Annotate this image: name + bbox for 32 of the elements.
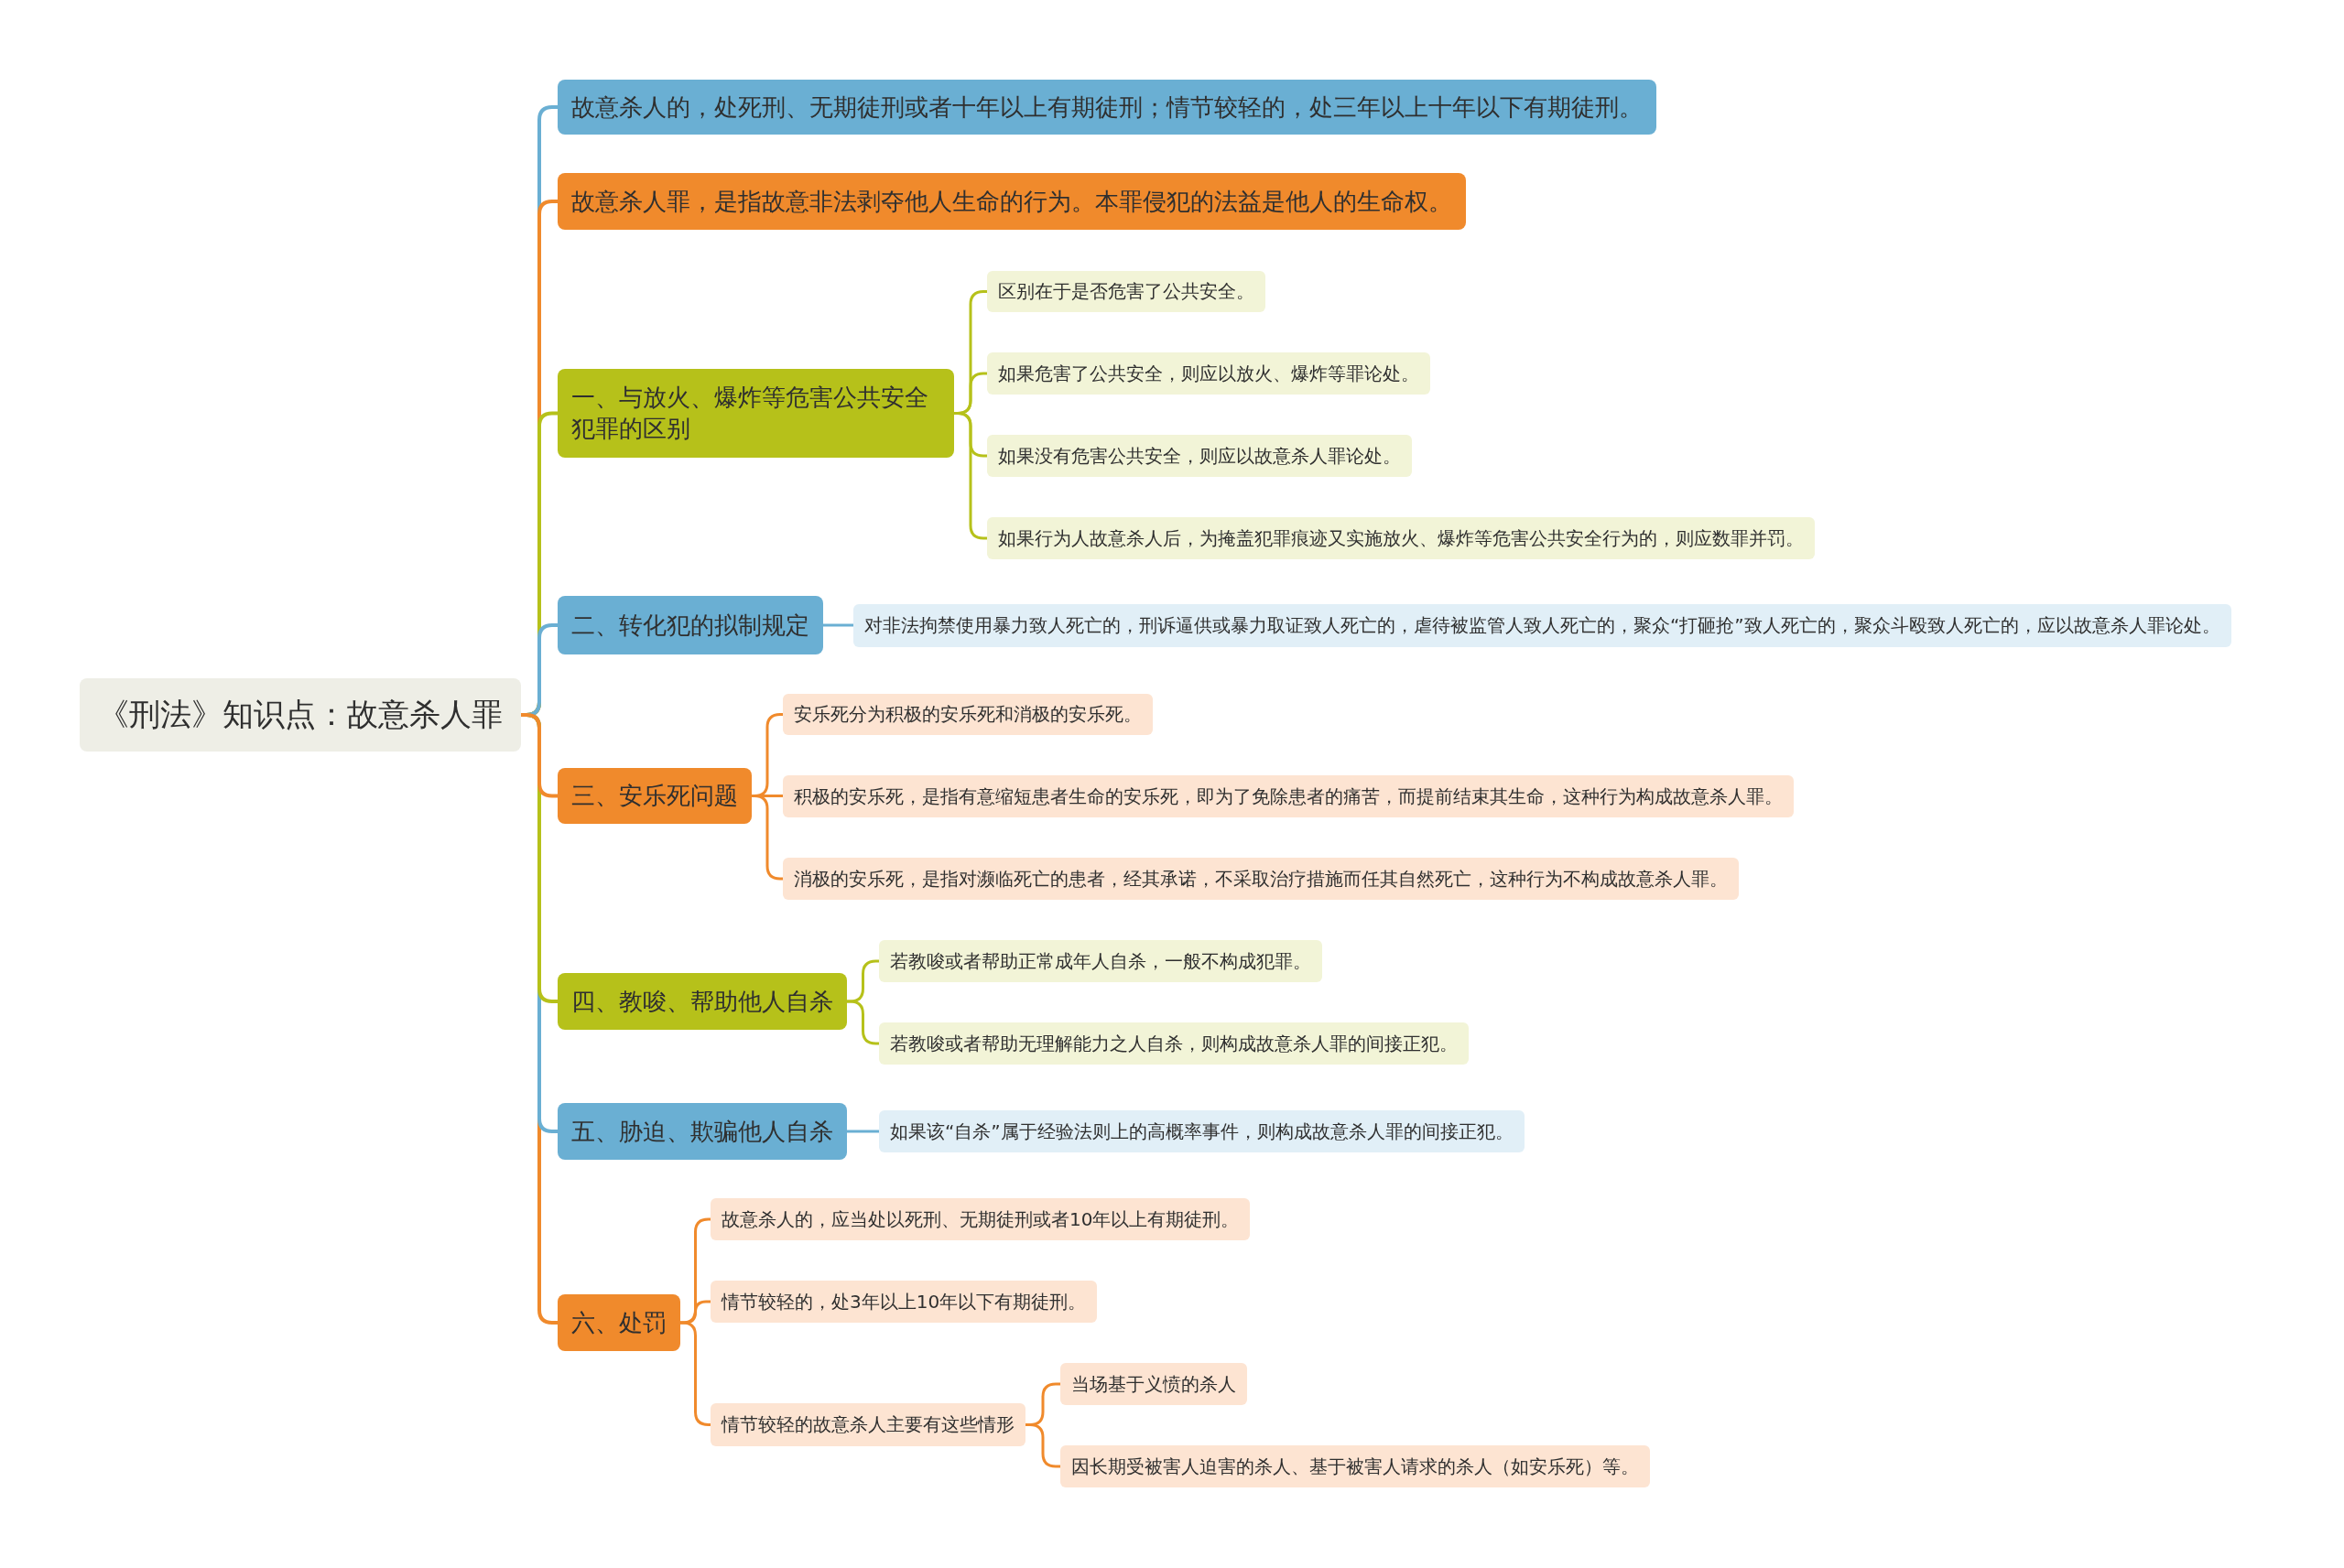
subtopic-box: 如果行为人故意杀人后，为掩盖犯罪痕迹又实施放火、爆炸等危害公共安全行为的，则应数罪并罚。 [987,517,1815,559]
topic-box: 五、胁迫、欺骗他人自杀 [558,1103,847,1160]
subtopic-box: 若教唆或者帮助无理解能力之人自杀，则构成故意杀人罪的间接正犯。 [879,1022,1469,1065]
central-topic-box: 《刑法》知识点：故意杀人罪 [80,678,521,752]
subtopic-box: 消极的安乐死，是指对濒临死亡的患者，经其承诺，不采取治疗措施而任其自然死亡，这种行为不构成故意杀人罪。 [783,858,1739,900]
subtopic-box: 情节较轻的，处3年以上10年以下有期徒刑。 [711,1281,1098,1323]
topic-box: 四、教唆、帮助他人自杀 [558,973,847,1030]
connector-line [680,1300,711,1325]
subtopic-box: 对非法拘禁使用暴力致人死亡的，刑诉逼供或暴力取证致人死亡的，虐待被监管人致人死亡的，聚众“打砸抢”致人死亡的，聚众斗殴致人死亡的，应以故意杀人罪论处。 [853,604,2231,647]
subtopic-box: 当场基于义愤的杀人 [1060,1363,1247,1405]
subtopic-box: 如果该“自杀”属于经验法则上的高概率事件，则构成故意杀人罪的间接正犯。 [879,1110,1525,1152]
subtopic-box: 故意杀人的，应当处以死刑、无期徒刑或者10年以上有期徒刑。 [711,1198,1251,1240]
subtopic-box: 如果没有危害公共安全，则应以故意杀人罪论处。 [987,435,1412,477]
topic-box: 三、安乐死问题 [558,768,752,824]
subtopic-box: 若教唆或者帮助正常成年人自杀，一般不构成犯罪。 [879,940,1322,982]
connector-line [1026,1382,1060,1426]
subtopic-box: 安乐死分为积极的安乐死和消极的安乐死。 [783,694,1153,735]
subtopic-box: 区别在于是否危害了公共安全。 [987,271,1265,312]
topic-box: 一、与放火、爆炸等危害公共安全犯罪的区别 [558,369,954,458]
connector-line [847,959,879,1003]
connector-line [521,713,558,798]
subtopic-box: 情节较轻的故意杀人主要有这些情形 [711,1403,1026,1446]
subtopic-box: 因长期受被害人迫害的杀人、基于被害人请求的杀人（如安乐死）等。 [1060,1445,1650,1487]
subtopic-box: 如果危害了公共安全，则应以放火、爆炸等罪论处。 [987,352,1430,395]
connector-line [823,623,853,627]
topic-box: 二、转化犯的拟制规定 [558,596,823,654]
connector-line [847,1130,879,1133]
topic-box: 六、处罚 [558,1294,680,1351]
connector-line [752,795,783,797]
topic-box: 故意杀人罪，是指故意非法剥夺他人生命的行为。本罪侵犯的法益是他人的生命权。 [558,173,1466,230]
topic-box: 故意杀人的，处死刑、无期徒刑或者十年以上有期徒刑；情节较轻的，处三年以上十年以下有期徒刑。 [558,80,1656,135]
subtopic-box: 积极的安乐死，是指有意缩短患者生命的安乐死，即为了免除患者的痛苦，而提前结束其生命，这种行为构成故意杀人罪。 [783,775,1794,817]
